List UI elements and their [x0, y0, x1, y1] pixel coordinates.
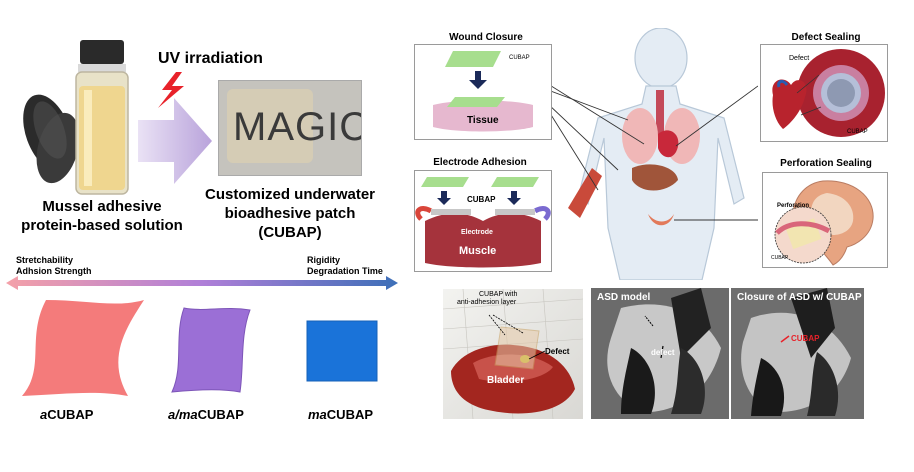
- defect-sealing-title: Defect Sealing: [791, 32, 861, 43]
- variant-label-amacubap: a/maCUBAP: [168, 407, 244, 422]
- asd-model-title: ASD model: [597, 292, 651, 303]
- cubap-patch-photo: MAGIC: [218, 80, 362, 176]
- lightning-icon: [158, 72, 184, 108]
- wound-closure-cubap-label: CUBAP: [509, 55, 530, 61]
- gradient-left-top: Stretchability: [16, 255, 74, 265]
- bladder-callout-line2: anti-adhesion layer: [457, 299, 517, 306]
- process-arrow-icon: [138, 98, 212, 184]
- solution-label-line1: Mussel adhesive: [42, 198, 162, 215]
- perforation-sealing-title: Perforation Sealing: [780, 158, 872, 169]
- gradient-left-bottom: Adhsion Strength: [16, 266, 92, 276]
- connector-lines: [548, 83, 758, 221]
- asd-closure-image: Closure of ASD w/ CUBAP CUBAP: [731, 288, 864, 419]
- wound-closure-title: Wound Closure: [449, 32, 523, 43]
- wound-closure-panel: CUBAP Tissue: [414, 44, 552, 140]
- asd-model-image: ASD model defect: [591, 288, 729, 419]
- patch-label-line1: Customized underwater: [204, 186, 376, 203]
- bladder-defect-label: Defect: [545, 347, 570, 356]
- gradient-right-bottom: Degradation Time: [307, 266, 383, 276]
- electrode-adhesion-panel: CUBAP Electrode Muscle: [414, 170, 552, 272]
- electrode-label: Electrode: [461, 229, 493, 236]
- patch-label-line2: bioadhesive patch: [224, 205, 356, 222]
- variant-label-macubap: maCUBAP: [308, 407, 374, 422]
- electrode-adhesion-title: Electrode Adhesion: [433, 157, 527, 168]
- asd-closure-title: Closure of ASD w/ CUBAP: [737, 292, 862, 303]
- perforation-cubap-label: CUBAP: [771, 255, 789, 261]
- muscle-label: Muscle: [459, 245, 497, 257]
- gradient-right-top: Rigidity: [307, 255, 340, 265]
- asd-defect-label: defect: [651, 348, 675, 357]
- uv-label: UV irradiation: [158, 50, 263, 67]
- asd-cubap-label: CUBAP: [791, 334, 820, 343]
- bladder-callout-line1: CUBAP with: [479, 291, 518, 298]
- bladder-label: Bladder: [487, 375, 525, 386]
- patch-text: MAGIC: [233, 105, 362, 149]
- acubap-shape: [22, 300, 144, 396]
- human-body-illustration: [568, 28, 745, 280]
- macubap-shape: [306, 320, 378, 382]
- variant-label-acubap: aCUBAP: [40, 407, 94, 422]
- perforation-label: Perforation: [777, 203, 810, 209]
- mussel-vial-illustration: [23, 40, 129, 195]
- electrode-cubap-label: CUBAP: [467, 195, 496, 204]
- bladder-photo: CUBAP with anti-adhesion layer Defect Bl…: [443, 289, 583, 419]
- defect-sealing-defect-label: Defect: [789, 55, 810, 62]
- wound-closure-tissue-label: Tissue: [467, 115, 499, 126]
- perforation-sealing-panel: Perforation CUBAP: [762, 172, 888, 268]
- patch-label-line3: (CUBAP): [258, 224, 322, 241]
- solution-label-line2: protein-based solution: [21, 217, 183, 234]
- property-gradient-arrow: [6, 276, 398, 290]
- defect-sealing-panel: Defect CUBAP: [760, 44, 888, 142]
- defect-sealing-cubap-label: CUBAP: [847, 129, 868, 135]
- amacubap-shape: [171, 307, 251, 393]
